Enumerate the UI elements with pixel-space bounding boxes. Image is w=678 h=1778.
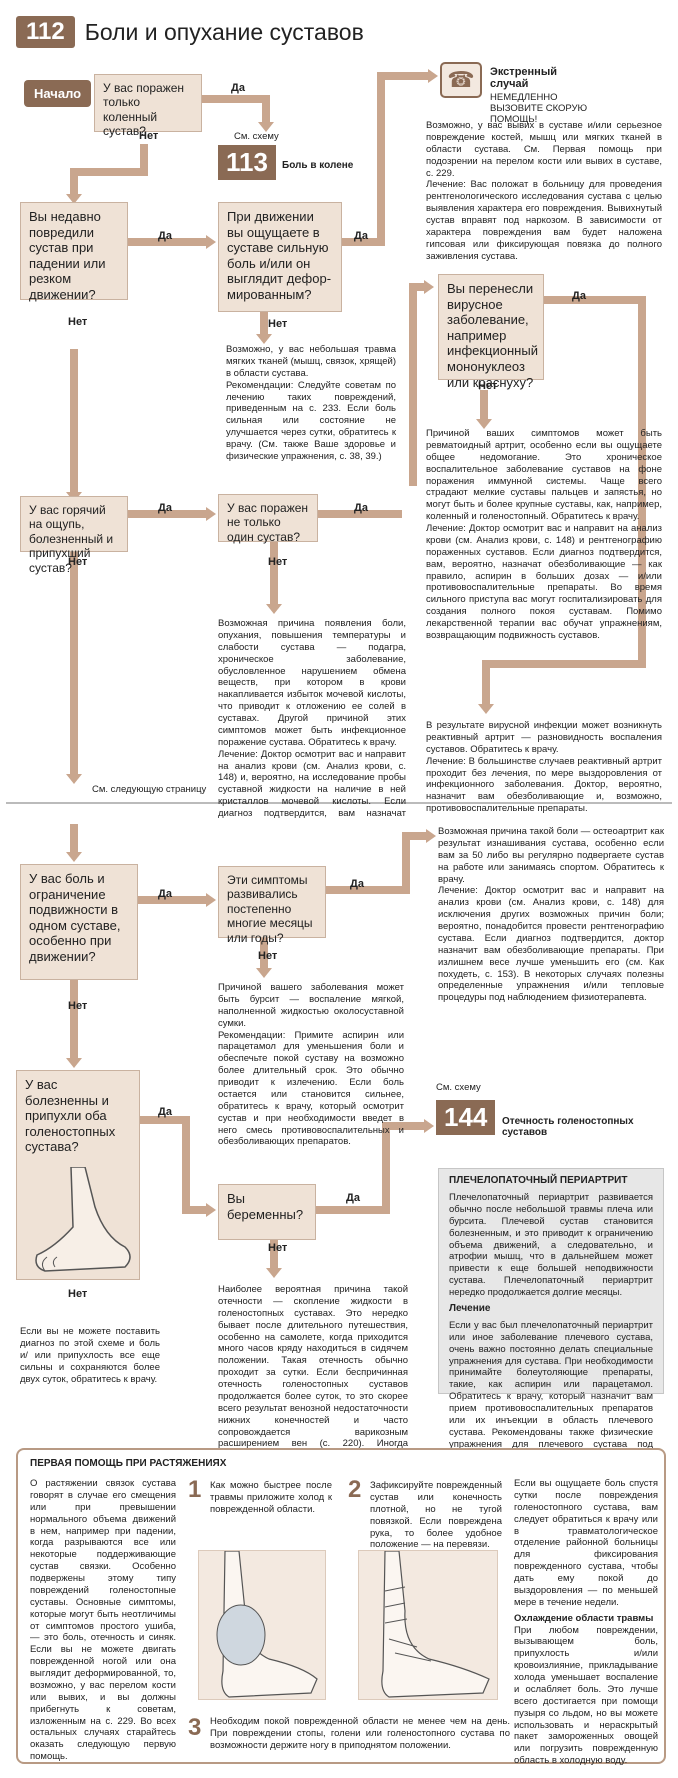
chapter-title: Боли и опухание суставов	[85, 19, 364, 46]
page-1: 112 Боли и опухание суставов	[6, 4, 672, 804]
question-gradual-onset[interactable]: Эти симптомы развивались постепенно мног…	[218, 866, 326, 938]
swollen-foot-illustration	[25, 1167, 135, 1277]
emergency-description: Возможно, у вас вывих в суставе и/или се…	[426, 120, 662, 179]
question-both-ankles-swollen[interactable]: У вас болезненны и припухли оба голеност…	[16, 1070, 140, 1280]
yes-label: Да	[158, 1106, 172, 1118]
osteoarthritis-text: Возможная причина такой боли — остеоартр…	[438, 826, 664, 1004]
schema-113-label: Боль в колене	[282, 160, 353, 171]
see-schema-label: См. схему	[436, 1082, 481, 1093]
shoulder-periarthritis-sidebar: ПЛЕЧЕЛОПАТОЧНЫЙ ПЕРИАРТРИТ Плечелопаточн…	[438, 1168, 664, 1394]
osteoarthritis-description: Возможная причина такой боли — остеоартр…	[438, 826, 664, 885]
question-pain-limited-mobility[interactable]: У вас боль и ограничение подвижности в о…	[20, 864, 138, 980]
schema-144-number[interactable]: 144	[436, 1100, 495, 1135]
no-label: Нет	[68, 316, 87, 328]
yes-label: Да	[231, 82, 245, 94]
question-both-ankles-text: У вас болезненны и припухли оба голеност…	[25, 1077, 131, 1155]
shoulder-title: ПЛЕЧЕЛОПАТОЧНЫЙ ПЕРИАРТРИТ	[449, 1175, 653, 1186]
step-3-number: 3	[188, 1714, 201, 1742]
start-label: Начало	[24, 80, 91, 107]
chapter-number: 112	[16, 16, 75, 48]
soft-tissue-description: Возможно, у вас небольшая травма мягких …	[226, 344, 396, 380]
phone-icon: ☎	[440, 62, 482, 98]
bursitis-recommendations: Рекомендации: Примите аспирин или параце…	[218, 1030, 404, 1149]
see-next-page-link[interactable]: См. следующую страницу	[92, 784, 206, 795]
no-label: Нет	[258, 950, 277, 962]
shoulder-treatment-title: Лечение	[449, 1303, 653, 1314]
question-recent-injury[interactable]: Вы недавно повредили сустав при падении …	[20, 202, 128, 300]
no-label: Нет	[268, 1242, 287, 1254]
ice-pack-illustration	[198, 1550, 326, 1700]
yes-label: Да	[350, 878, 364, 890]
shoulder-treatment: Если у вас был плечелопаточный периартри…	[449, 1320, 653, 1463]
cooling-text: При любом повреждении, вызывающем боль, …	[514, 1625, 658, 1768]
reactive-arthritis-text: В результате вирусной инфекции может воз…	[426, 720, 662, 815]
first-aid-intro: О растяжении связок сустава говорят в сл…	[30, 1478, 176, 1763]
first-aid-see-doctor: Если вы ощущаете боль спустя сутки после…	[514, 1478, 658, 1609]
rheumatoid-arthritis-description: Причиной ваших симптомов может быть ревм…	[426, 428, 662, 523]
gout-description: Возможная причина появления боли, опухан…	[218, 618, 406, 749]
first-aid-sprains-panel: ПЕРВАЯ ПОМОЩЬ ПРИ РАСТЯЖЕНИЯХ О растяжен…	[16, 1448, 666, 1764]
yes-label: Да	[572, 290, 586, 302]
yes-label: Да	[158, 502, 172, 514]
chapter-header: 112 Боли и опухание суставов	[16, 12, 364, 52]
first-aid-title: ПЕРВАЯ ПОМОЩЬ ПРИ РАСТЯЖЕНИЯХ	[30, 1458, 226, 1469]
question-multiple-joints[interactable]: У вас поражен не только один сустав?	[218, 494, 318, 542]
shoulder-text: Плечелопаточный периартрит развивается о…	[449, 1192, 653, 1299]
question-hot-swollen-joint[interactable]: У вас горячий на ощупь, болезненный и пр…	[20, 496, 128, 552]
bandage-illustration	[358, 1550, 498, 1700]
yes-label: Да	[346, 1192, 360, 1204]
bursitis-text: Причиной вашего заболевания может быть б…	[218, 982, 404, 1148]
question-knee-only[interactable]: У вас поражен только коленный сустав?	[94, 74, 202, 132]
rheumatoid-arthritis-treatment: Лечение: Доктор осмотрит вас и направит …	[426, 523, 662, 642]
question-severe-pain-deformed[interactable]: При движении вы ощущаете в суставе сильн…	[218, 202, 342, 312]
first-aid-right-column: Если вы ощущаете боль спустя сутки после…	[514, 1478, 658, 1767]
step-2-text: Зафиксируйте поврежденный сустав или кон…	[370, 1480, 502, 1551]
no-label: Нет	[68, 556, 87, 568]
rheumatoid-arthritis-text: Причиной ваших симптомов может быть ревм…	[426, 428, 662, 642]
schema-113-number[interactable]: 113	[218, 145, 276, 180]
yes-label: Да	[354, 502, 368, 514]
cooling-title: Охлаждение области травмы	[514, 1613, 658, 1625]
emergency-text: Возможно, у вас вывих в суставе и/или се…	[426, 120, 662, 263]
no-label: Нет	[268, 318, 287, 330]
no-label: Нет	[68, 1000, 87, 1012]
ice-pack-icon	[199, 1551, 327, 1701]
yes-label: Да	[158, 888, 172, 900]
schema-144-label: Отечность голеностопных суставов	[502, 1116, 672, 1138]
no-label: Нет	[478, 380, 497, 392]
step-3-text: Необходим покой поврежденной области не …	[210, 1716, 510, 1752]
emergency-treatment: Лечение: Вас положат в больницу для пров…	[426, 179, 662, 262]
reactive-arthritis-treatment: Лечение: В большинстве случаев реактивны…	[426, 756, 662, 815]
bandage-icon	[359, 1551, 499, 1701]
see-schema-label: См. схему	[234, 131, 279, 142]
bursitis-description: Причиной вашего заболевания может быть б…	[218, 982, 404, 1030]
question-viral-illness[interactable]: Вы перенесли вирусное заболевание, напри…	[438, 274, 544, 380]
question-pregnant[interactable]: Вы беременны?	[218, 1184, 316, 1240]
no-label: Нет	[268, 556, 287, 568]
no-label: Нет	[139, 130, 158, 142]
yes-label: Да	[158, 230, 172, 242]
reactive-arthritis-description: В результате вирусной инфекции может воз…	[426, 720, 662, 756]
see-doctor-note: Если вы не можете поставить диагноз по э…	[20, 1326, 160, 1385]
emergency-title: Экстренный случай	[490, 66, 590, 90]
step-1-number: 1	[188, 1476, 201, 1504]
no-label: Нет	[68, 1288, 87, 1300]
yes-label: Да	[354, 230, 368, 242]
soft-tissue-injury-text: Возможно, у вас небольшая травма мягких …	[226, 344, 396, 463]
step-2-number: 2	[348, 1476, 361, 1504]
soft-tissue-recommendations: Рекомендации: Следуйте советам по лечени…	[226, 380, 396, 463]
step-1-text: Как можно быстрее после травмы приложите…	[210, 1480, 332, 1516]
osteoarthritis-treatment: Лечение: Доктор осмотрит вас и направит …	[438, 885, 664, 1004]
page-2: У вас боль и ограничение подвижности в о…	[6, 820, 672, 1772]
